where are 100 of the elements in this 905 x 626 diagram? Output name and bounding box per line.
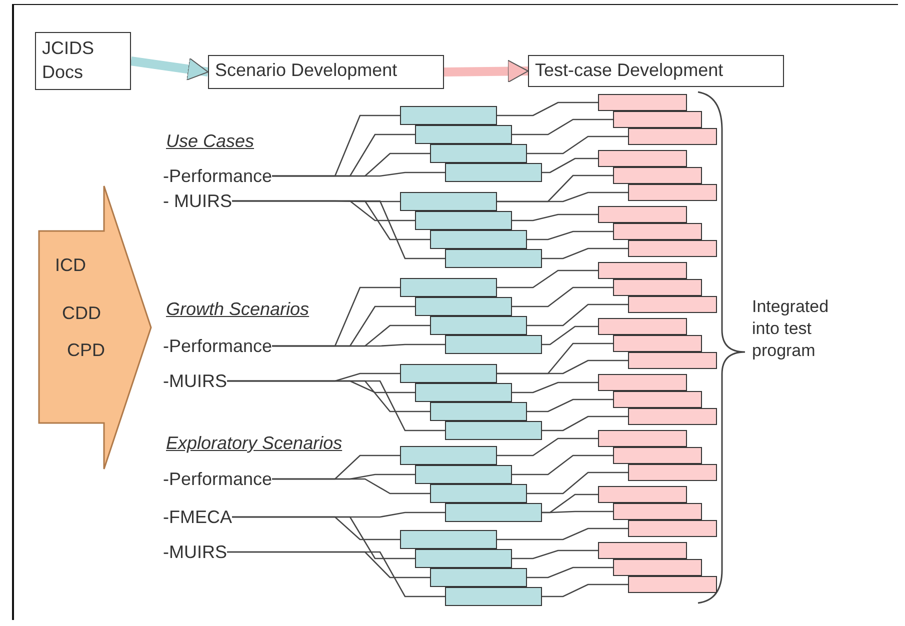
test-case-box [613,503,702,520]
scenario-box [445,163,542,182]
document-box: JCIDS Docs [35,32,131,90]
scenario-box [415,383,512,402]
test-case-box [598,150,687,167]
connector-line [527,398,613,412]
acronym-text: CPD [67,340,106,361]
connector-line [512,382,598,394]
connector-line [272,478,430,494]
connector-line [527,472,628,494]
test-case-box [628,464,717,481]
scenario-box [415,125,512,144]
scenario-box [415,211,512,230]
test-case-box [628,352,717,369]
test-case-box [628,296,717,313]
scenario-box [400,364,497,383]
connector-line [497,270,598,288]
connector-line [497,192,628,202]
test-case-box [628,184,717,201]
test-case-box [613,223,702,240]
connector-line [512,118,613,136]
connector-line [497,360,628,374]
test-case-box [613,279,702,296]
connector-line [527,304,628,326]
connector-line [227,551,445,598]
list-item-text: - MUIRS [163,190,232,212]
test-case-box [598,486,687,503]
test-case-box [598,94,687,111]
scenario-box [415,465,512,484]
list-item-text: -FMECA [163,506,232,528]
test-case-box [628,128,717,145]
connector-line [272,172,445,177]
test-case-box [628,240,717,257]
test-case-box [598,374,687,391]
test-case-box [598,206,687,223]
list-item-text: -MUIRS [163,370,227,392]
connector-line [497,102,598,116]
scenario-box [430,316,527,335]
list-item-text: -Performance [163,335,272,357]
connector-line [527,136,628,154]
scenario-box [415,549,512,568]
section-heading: Growth Scenarios [166,298,310,320]
scenario-box [430,144,527,163]
scenario-box [445,421,542,440]
section-heading: Exploratory Scenarios [166,432,342,454]
connector-line [497,528,628,540]
test-case-box [613,335,702,352]
scenario-box [430,402,527,421]
test-case-box [598,318,687,335]
scenario-box [400,446,497,465]
test-case-box [628,520,717,537]
connector-line [512,454,613,476]
list-item-text: -MUIRS [163,541,227,563]
connector-line [542,158,598,174]
scenario-box [430,568,527,587]
scenario-box [430,230,527,249]
scenario-box [445,587,542,606]
connector-line [497,438,598,456]
connector-line [227,380,445,432]
process-box: Scenario Development [208,55,444,89]
connector-line [527,566,613,578]
acronym-text: CDD [62,303,101,324]
block-arrow [444,60,528,83]
test-case-box [613,167,702,184]
connector-line [542,326,598,346]
connector-line [512,550,598,560]
block-arrow-shape [38,185,152,470]
process-box: Test-case Development [528,55,784,87]
list-item-text: -Performance [163,165,272,187]
scenario-box [445,503,542,522]
connector-line [542,248,628,260]
section-heading: Use Cases [166,130,254,152]
scenario-box [400,106,497,125]
note-text: Integrated into test program [752,296,830,362]
list-item-text: -Performance [163,468,272,490]
connector-line [512,286,613,308]
test-case-box [613,559,702,576]
block-arrow [130,56,209,81]
test-case-box [613,111,702,128]
test-case-box [628,408,717,425]
connector-line [272,344,445,347]
test-case-box [613,391,702,408]
scenario-box [400,278,497,297]
test-case-box [598,542,687,559]
connector-line [542,416,628,432]
test-case-box [613,447,702,464]
scenario-box [445,249,542,268]
connector-line [232,200,445,260]
connector-line [527,230,613,240]
test-case-box [598,262,687,279]
connector-line [542,510,613,514]
connector-line [232,516,415,560]
scenario-box [445,335,542,354]
connector-line [512,214,598,222]
connector-line [542,584,628,598]
test-case-box [628,576,717,593]
scenario-box [400,192,497,211]
test-case-box [598,430,687,447]
acronym-text: ICD [55,255,86,276]
scenario-box [400,530,497,549]
